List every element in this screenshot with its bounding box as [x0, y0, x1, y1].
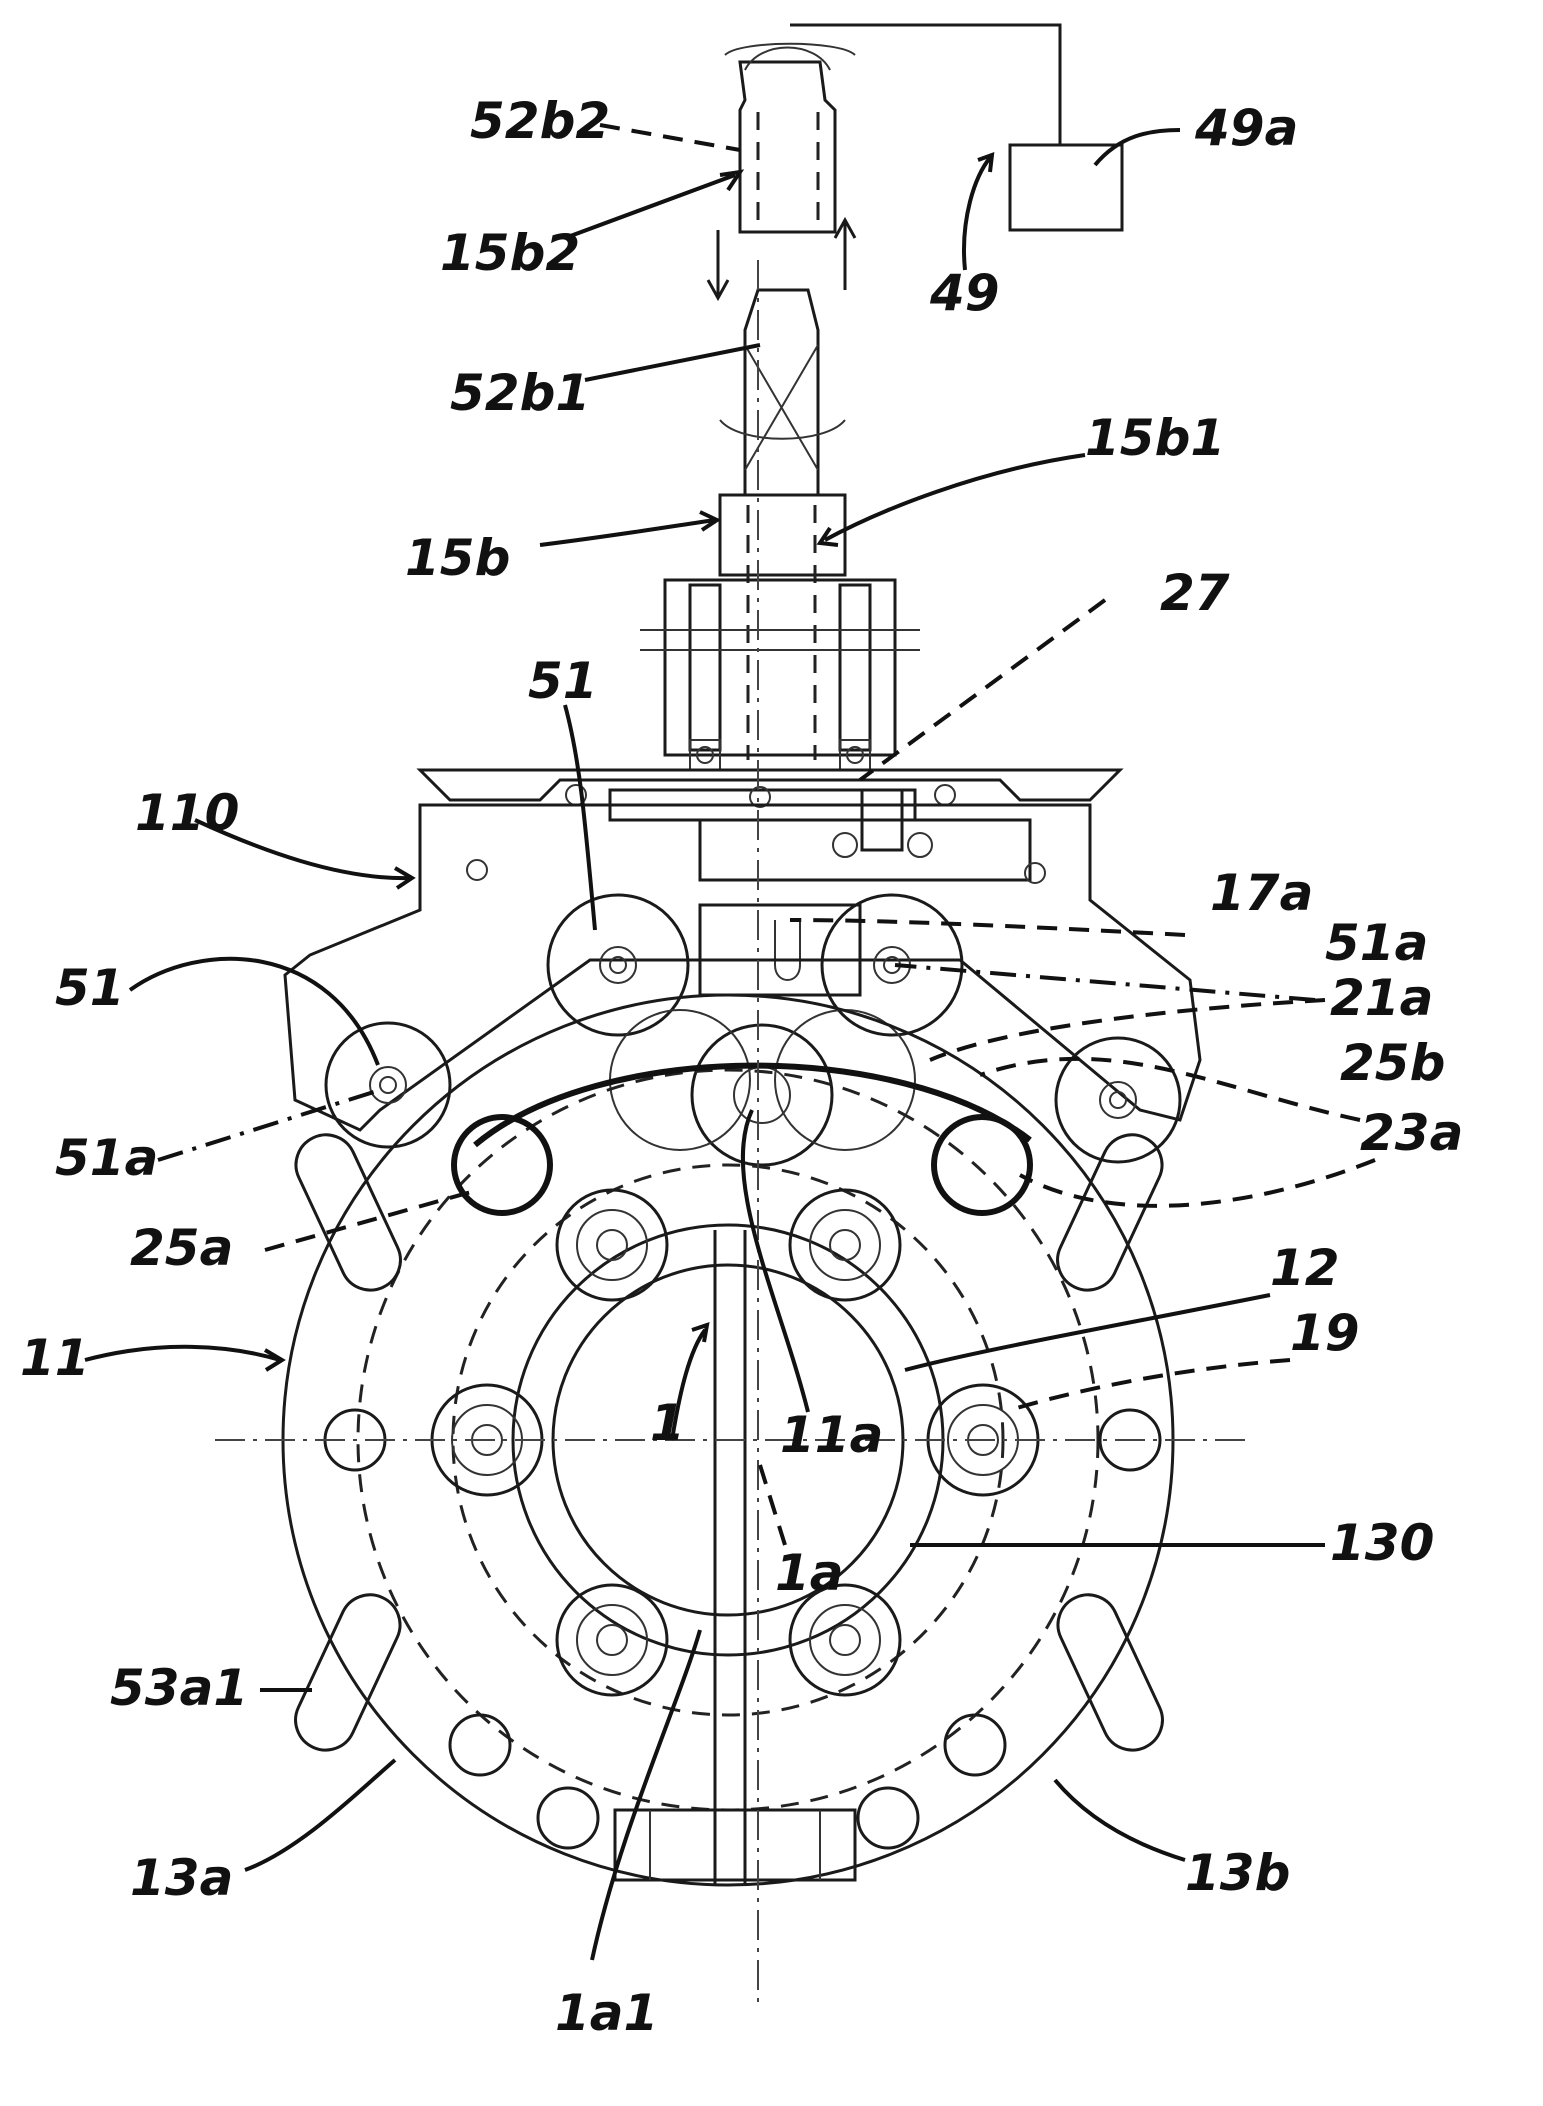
label-12: 12	[1270, 1239, 1340, 1297]
label-21a: 21a	[1330, 969, 1433, 1027]
label-51-left: 51	[55, 959, 125, 1017]
leader-13b	[1055, 1780, 1185, 1860]
leader-51-top	[565, 705, 595, 930]
leader-19	[1010, 1360, 1290, 1410]
label-17a: 17a	[1210, 864, 1313, 922]
label-53a1: 53a1	[110, 1659, 248, 1717]
frame-110	[285, 805, 1200, 1130]
label-130: 130	[1330, 1514, 1434, 1572]
label-15b1: 15b1	[1085, 409, 1225, 467]
leader-49	[964, 155, 992, 270]
leader-27	[860, 600, 1105, 780]
label-51-top: 51	[528, 652, 598, 710]
label-1a1: 1a1	[555, 1984, 658, 2042]
leader-15b1	[820, 455, 1085, 545]
leader-15b	[540, 512, 717, 545]
label-1: 1	[650, 1394, 685, 1452]
label-1a: 1a	[775, 1544, 844, 1602]
center-wheels	[610, 1010, 915, 1165]
label-52b2: 52b2	[470, 92, 610, 150]
label-25b: 25b	[1340, 1034, 1445, 1092]
frame-hole-2	[1025, 863, 1045, 883]
label-11a: 11a	[780, 1406, 883, 1464]
roller-top-right	[822, 895, 962, 1035]
leader-12	[905, 1295, 1270, 1370]
label-110: 110	[135, 784, 239, 842]
label-13b: 13b	[1185, 1844, 1290, 1902]
leader-13a	[245, 1760, 395, 1870]
roller-left	[326, 1023, 450, 1147]
down-arrow	[708, 230, 728, 298]
roller-right	[1056, 1038, 1180, 1162]
label-51a-right: 51a	[1325, 914, 1428, 972]
lower-bit-52b1	[720, 290, 845, 760]
leader-23a	[1020, 1160, 1375, 1206]
controller-box-49a	[1010, 145, 1122, 230]
leader-1a	[760, 1465, 785, 1545]
label-15b2: 15b2	[440, 224, 580, 282]
leader-52b1	[585, 345, 760, 380]
roller-top-left	[548, 895, 688, 1035]
label-51a-left: 51a	[55, 1129, 158, 1187]
label-25a: 25a	[130, 1219, 233, 1277]
leader-51-left	[130, 959, 378, 1065]
label-19: 19	[1290, 1304, 1360, 1362]
leader-1a1	[592, 1630, 700, 1960]
leader-21a	[930, 1000, 1325, 1060]
label-15b: 15b	[405, 529, 510, 587]
label-23a: 23a	[1360, 1104, 1463, 1162]
leader-51a-right	[895, 965, 1315, 1000]
bearing-upper-left	[557, 1190, 667, 1300]
label-52b1: 52b1	[450, 364, 590, 422]
label-27: 27	[1160, 564, 1230, 622]
leader-52b2	[600, 125, 740, 150]
label-11: 11	[20, 1329, 90, 1387]
leader-49a	[1095, 130, 1180, 165]
up-arrow	[835, 220, 855, 290]
eyelet-right	[934, 1117, 1030, 1213]
eyelet-left	[454, 1117, 550, 1213]
leader-15b2	[565, 172, 740, 238]
label-49: 49	[929, 264, 1000, 322]
leader-11	[85, 1347, 282, 1370]
label-13a: 13a	[130, 1849, 233, 1907]
bearing-upper-right	[790, 1190, 900, 1300]
frame-hole-1	[467, 860, 487, 880]
label-49a: 49a	[1194, 99, 1298, 157]
bearing-housing	[640, 580, 920, 770]
